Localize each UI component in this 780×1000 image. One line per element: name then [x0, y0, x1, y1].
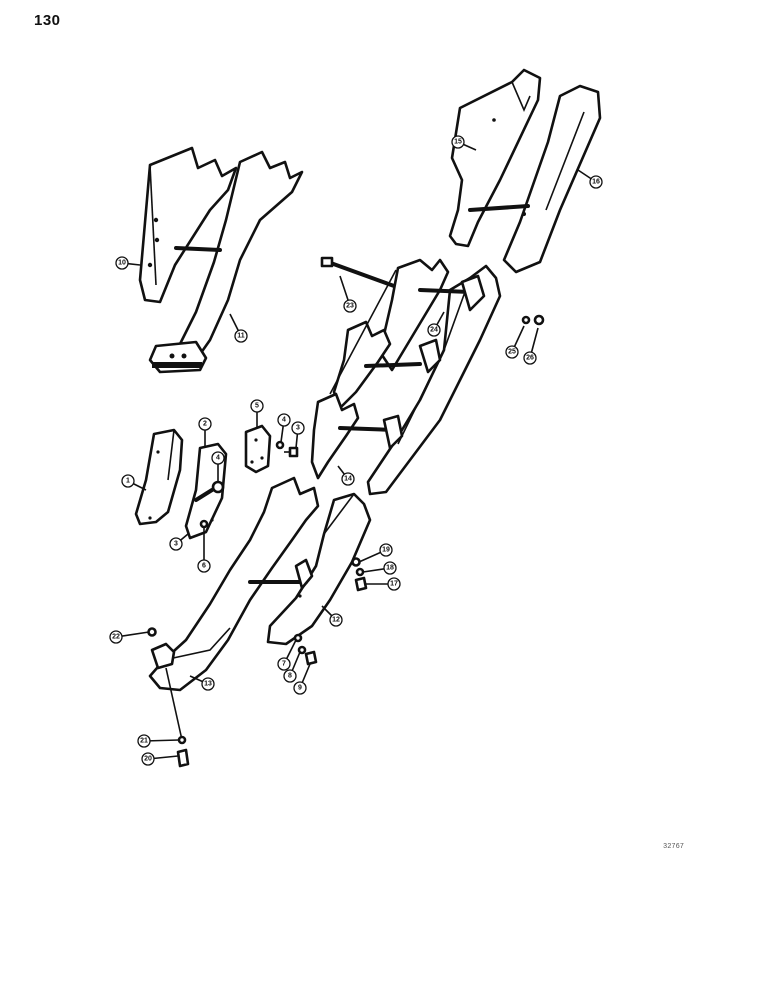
callout-20: 20 — [141, 752, 155, 766]
page-number: 130 — [34, 12, 61, 29]
svg-text:17: 17 — [390, 581, 398, 588]
callout-5: 5 — [250, 399, 264, 413]
frame-assembly-middle — [310, 256, 545, 496]
callout-12: 12 — [329, 613, 343, 627]
svg-text:18: 18 — [386, 565, 394, 572]
svg-text:8: 8 — [288, 673, 292, 680]
callout-25: 25 — [505, 345, 519, 359]
svg-text:23: 23 — [346, 303, 354, 310]
svg-text:4: 4 — [282, 417, 286, 424]
illustration-code: 32767 — [663, 843, 685, 851]
svg-text:20: 20 — [144, 756, 152, 763]
callout-8: 8 — [283, 669, 297, 683]
runner-assembly-upper-right — [448, 68, 602, 274]
callout-11: 11 — [234, 329, 248, 343]
svg-text:6: 6 — [202, 563, 206, 570]
shank-assembly-upper-left — [138, 146, 304, 374]
svg-text:22: 22 — [112, 634, 120, 641]
plate-parts-lower-left — [134, 424, 299, 540]
callout-17: 17 — [387, 577, 401, 591]
callout-19: 19 — [379, 543, 393, 557]
callout-21: 21 — [137, 734, 151, 748]
svg-text:11: 11 — [237, 333, 245, 340]
callout-3-lower: 3 — [169, 537, 183, 551]
callout-14: 14 — [341, 472, 355, 486]
svg-text:19: 19 — [382, 547, 390, 554]
svg-text:9: 9 — [298, 685, 302, 692]
callout-2: 2 — [198, 417, 212, 431]
svg-text:2: 2 — [203, 421, 207, 428]
svg-text:10: 10 — [118, 260, 126, 267]
svg-text:16: 16 — [592, 179, 600, 186]
callout-23: 23 — [343, 299, 357, 313]
callout-6: 6 — [197, 559, 211, 573]
svg-text:3: 3 — [174, 541, 178, 548]
callout-10: 10 — [115, 256, 129, 270]
callout-7: 7 — [277, 657, 291, 671]
svg-text:26: 26 — [526, 355, 534, 362]
svg-text:25: 25 — [508, 349, 516, 356]
svg-text:21: 21 — [140, 738, 148, 745]
svg-text:13: 13 — [204, 681, 212, 688]
callout-24: 24 — [427, 323, 441, 337]
svg-text:12: 12 — [332, 617, 340, 624]
callout-9: 9 — [293, 681, 307, 695]
callout-4-right: 4 — [277, 413, 291, 427]
callout-15: 15 — [451, 135, 465, 149]
svg-text:3: 3 — [296, 425, 300, 432]
svg-text:5: 5 — [255, 403, 259, 410]
callout-16: 16 — [589, 175, 603, 189]
svg-text:14: 14 — [344, 476, 352, 483]
callout-26: 26 — [523, 351, 537, 365]
callout-3-upper: 3 — [291, 421, 305, 435]
shank-assembly-lower — [147, 476, 372, 768]
callout-13: 13 — [201, 677, 215, 691]
callout-4-left: 4 — [211, 451, 225, 465]
callout-18: 18 — [383, 561, 397, 575]
svg-text:15: 15 — [454, 139, 462, 146]
svg-text:24: 24 — [430, 327, 438, 334]
svg-text:7: 7 — [282, 661, 286, 668]
callout-22: 22 — [109, 630, 123, 644]
svg-text:4: 4 — [216, 455, 220, 462]
svg-text:1: 1 — [126, 478, 130, 485]
callout-1: 1 — [121, 474, 135, 488]
